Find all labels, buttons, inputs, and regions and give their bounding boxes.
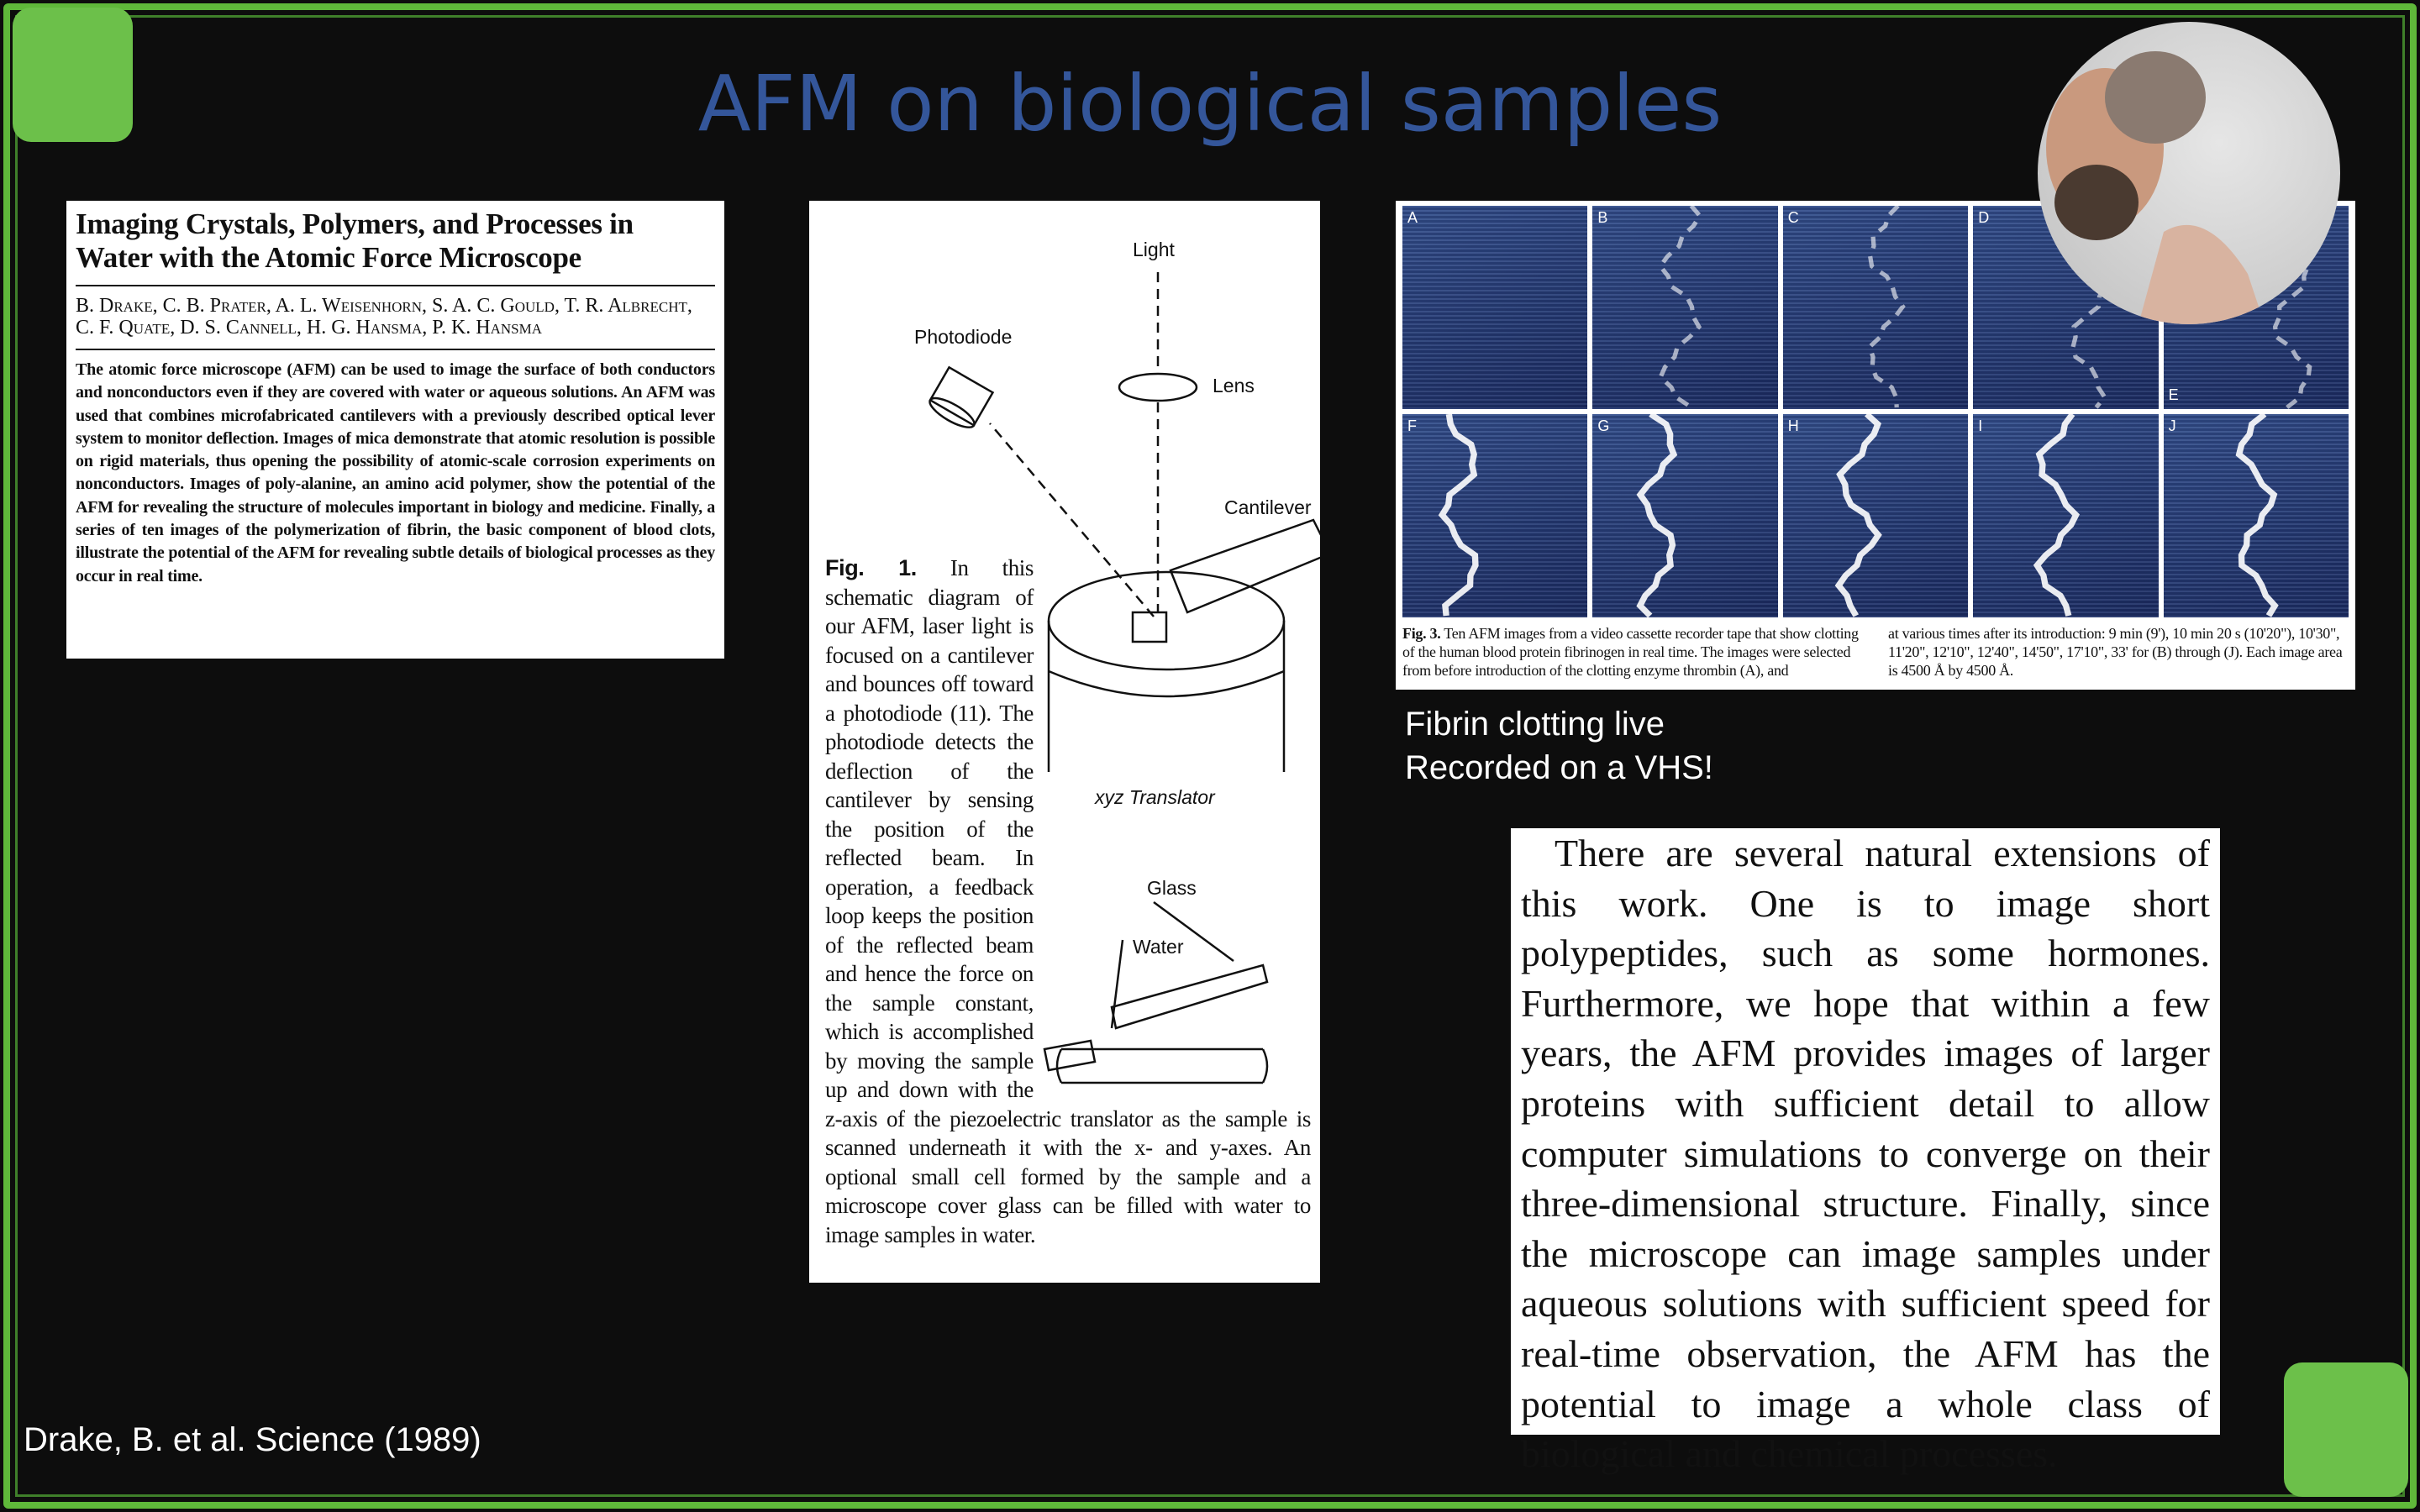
caption-label: Fig. 1. xyxy=(825,555,917,580)
paper-authors: B. Drake, C. B. Prater, A. L. Weisenhorn… xyxy=(76,295,692,339)
paper-title: Imaging Crystals, Polymers, and Processe… xyxy=(76,207,634,274)
fibrin-trace xyxy=(1636,414,1678,617)
figure-3-caption: Fig. 3. Ten AFM images from a video cass… xyxy=(1402,624,2349,680)
cover-glass xyxy=(1110,963,1269,1030)
fibrin-trace xyxy=(2235,414,2279,617)
paper-abstract: The atomic force microscope (AFM) can be… xyxy=(76,360,715,585)
label-cantilever: Cantilever xyxy=(1224,496,1312,518)
panel-label: G xyxy=(1597,417,1610,434)
panel-label: E xyxy=(2168,386,2179,403)
panel-label: H xyxy=(1787,417,1799,434)
figure-1-schematic: Light Photodiode Lens Cantilever xyz Tra… xyxy=(809,201,1320,1283)
panel-label: J xyxy=(2168,417,2176,434)
label-glass: Glass xyxy=(1147,877,1197,899)
afm-image-panel: B xyxy=(1592,206,1778,409)
afm-image-panel: H xyxy=(1782,414,1969,617)
slide-title: AFM on biological samples xyxy=(697,59,1723,149)
corner-decoration-top-left xyxy=(13,8,133,142)
label-translator: xyz Translator xyxy=(1094,786,1216,808)
caption-text: In this schematic diagram of our AFM, la… xyxy=(825,555,1311,1247)
lens-shape xyxy=(1118,372,1198,402)
sample xyxy=(1131,611,1168,643)
panel-label: D xyxy=(1978,209,1990,226)
slide-inner-border xyxy=(15,15,2405,1497)
slide-frame xyxy=(3,3,2417,1509)
photodiode-shape xyxy=(929,365,995,428)
fibrin-trace xyxy=(1834,414,1882,617)
caption-text-left: Ten AFM images from a video cassette rec… xyxy=(1402,625,1859,679)
sample-stage xyxy=(1055,1047,1269,1084)
label-water: Water xyxy=(1133,936,1184,958)
fibrin-trace xyxy=(1402,206,1587,409)
paper-conclusion-quote: There are several natural extensions of … xyxy=(1511,828,2220,1475)
translator-body xyxy=(1048,669,1285,698)
label-lens: Lens xyxy=(1213,375,1255,396)
paper-abstract-image: Imaging Crystals, Polymers, and Processe… xyxy=(66,201,724,659)
fibrin-trace xyxy=(2033,414,2081,617)
figure-1-caption: Fig. 1. In this schematic diagram of our… xyxy=(825,554,1311,1249)
afm-image-panel: G xyxy=(1592,414,1778,617)
note-line-2: Recorded on a VHS! xyxy=(1405,749,1713,786)
fibrin-trace xyxy=(1866,206,1906,408)
fibrin-trace xyxy=(1658,206,1703,409)
reflected-beam xyxy=(989,423,1155,617)
fibrin-trace xyxy=(1438,414,1479,617)
panel-label: C xyxy=(1787,209,1799,226)
divider xyxy=(76,349,715,350)
afm-image-panel: C xyxy=(1782,206,1969,409)
caption-text-right: at various times after its introduction:… xyxy=(1888,625,2343,679)
label-photodiode: Photodiode xyxy=(914,326,1012,348)
afm-image-panel: J xyxy=(2163,414,2349,617)
divider xyxy=(76,285,715,286)
afm-image-panel: I xyxy=(1973,414,2159,617)
afm-image-panel: F xyxy=(1402,414,1588,617)
caption-label: Fig. 3. xyxy=(1402,625,1441,642)
panel-label: B xyxy=(1597,209,1608,226)
panel-label: F xyxy=(1407,417,1417,434)
fibrin-note: Fibrin clotting live Recorded on a VHS! xyxy=(1405,702,1713,790)
citation: Drake, B. et al. Science (1989) xyxy=(24,1421,481,1458)
afm-image-panel: A xyxy=(1402,206,1588,409)
label-light: Light xyxy=(1133,239,1175,260)
webcam-overlay xyxy=(2038,22,2340,324)
panel-label: A xyxy=(1407,209,1418,226)
corner-decoration-bottom-right xyxy=(2284,1362,2408,1497)
panel-label: I xyxy=(1978,417,1983,434)
note-line-1: Fibrin clotting live xyxy=(1405,706,1665,743)
presenter-video xyxy=(2046,51,2265,324)
afm-schematic-diagram: Light Photodiode Lens Cantilever xyz Tra… xyxy=(914,239,1320,1084)
cantilever-shape xyxy=(1169,518,1320,614)
